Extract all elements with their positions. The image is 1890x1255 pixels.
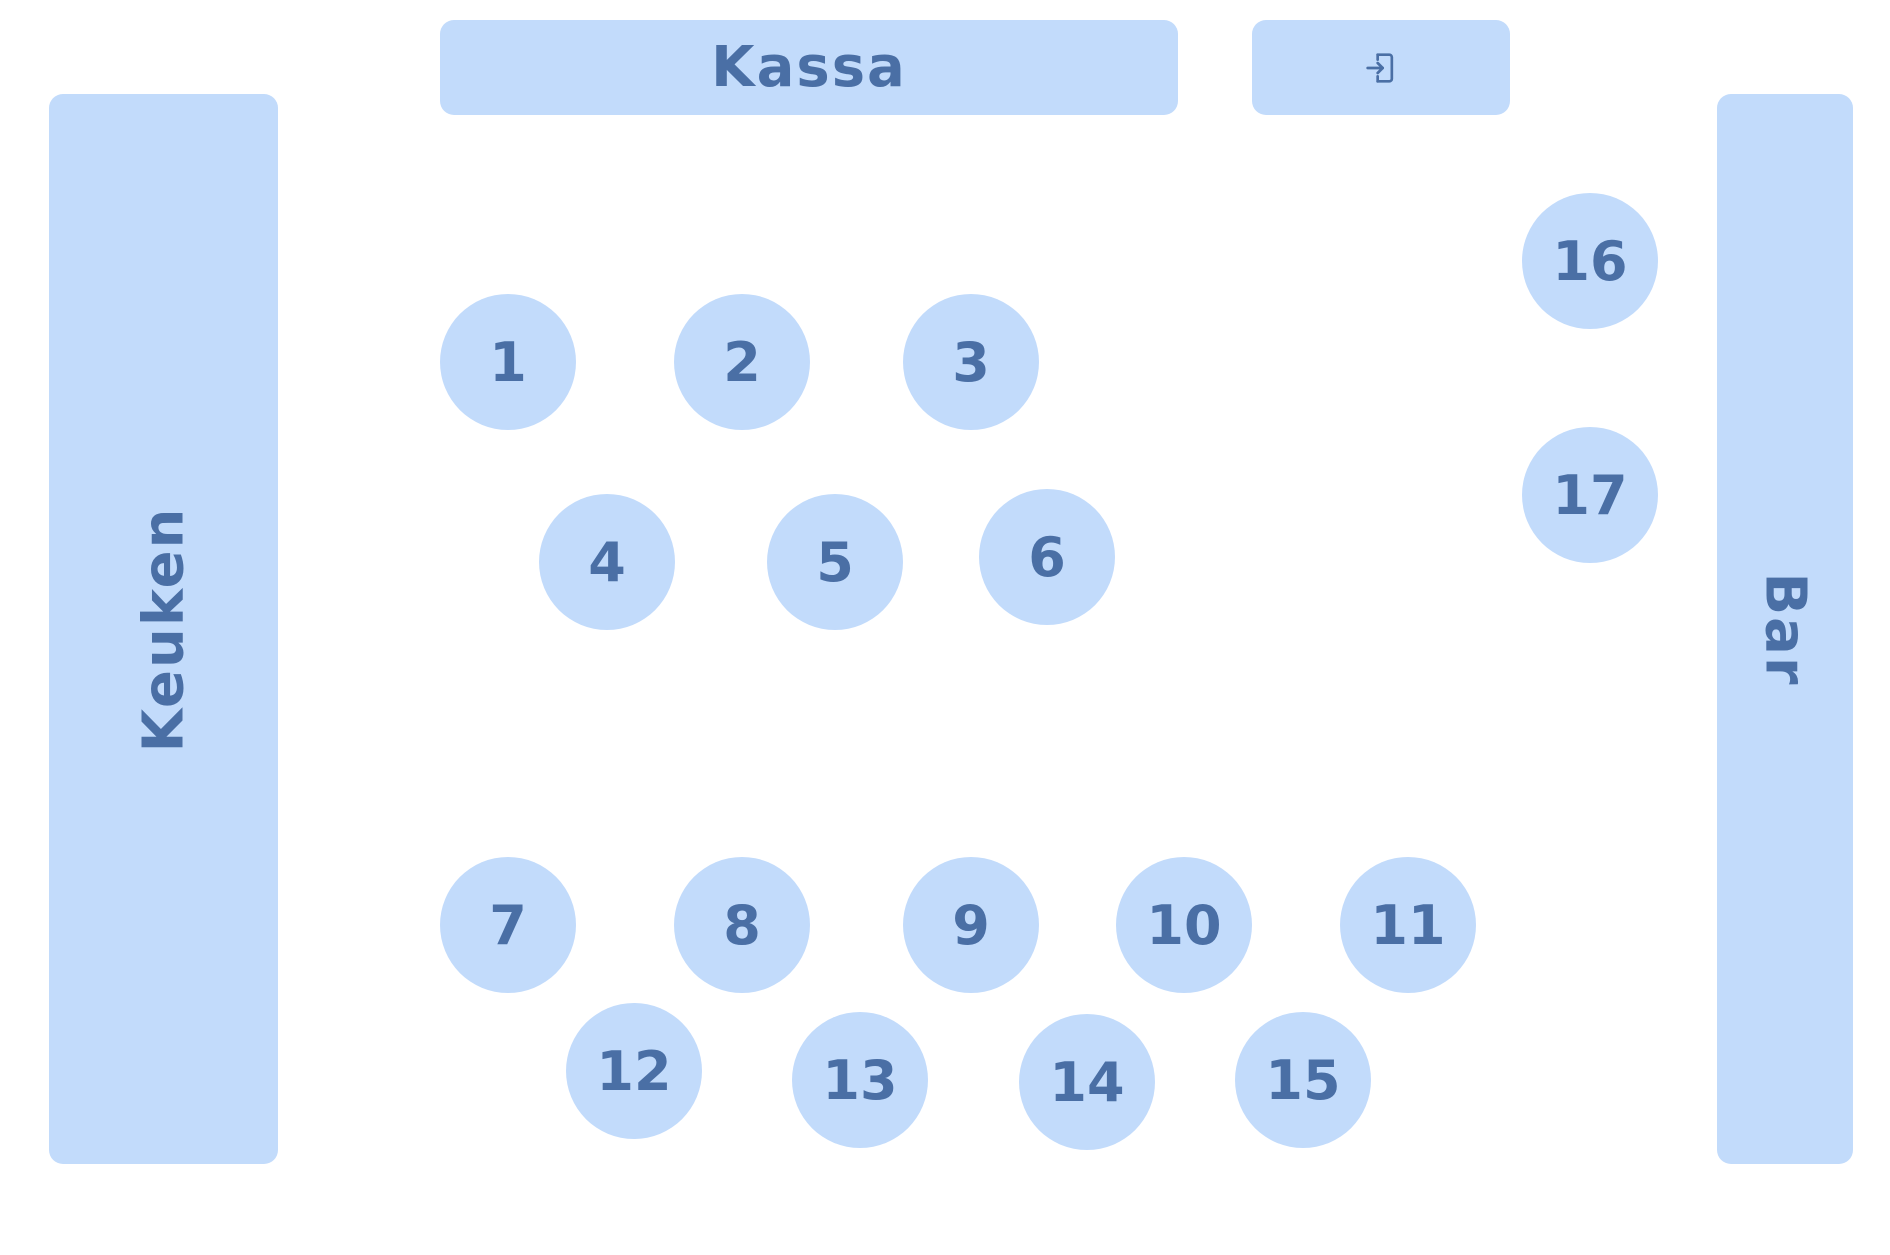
kitchen-label: Keuken	[131, 506, 196, 752]
table-8[interactable]: 8	[674, 857, 810, 993]
table-10[interactable]: 10	[1116, 857, 1252, 993]
table-14[interactable]: 14	[1019, 1014, 1155, 1150]
table-9[interactable]: 9	[903, 857, 1039, 993]
table-16[interactable]: 16	[1522, 193, 1658, 329]
table-2[interactable]: 2	[674, 294, 810, 430]
kitchen-station[interactable]: Keuken	[49, 94, 278, 1164]
register-label: Kassa	[711, 35, 907, 100]
table-15[interactable]: 15	[1235, 1012, 1371, 1148]
login-icon	[1361, 48, 1401, 88]
table-13[interactable]: 13	[792, 1012, 928, 1148]
table-7[interactable]: 7	[440, 857, 576, 993]
login-button[interactable]	[1252, 20, 1510, 115]
table-1[interactable]: 1	[440, 294, 576, 430]
table-3[interactable]: 3	[903, 294, 1039, 430]
table-11[interactable]: 11	[1340, 857, 1476, 993]
table-4[interactable]: 4	[539, 494, 675, 630]
table-12[interactable]: 12	[566, 1003, 702, 1139]
bar-label: Bar	[1752, 571, 1818, 687]
table-17[interactable]: 17	[1522, 427, 1658, 563]
register-button[interactable]: Kassa	[440, 20, 1178, 115]
table-5[interactable]: 5	[767, 494, 903, 630]
table-6[interactable]: 6	[979, 489, 1115, 625]
bar-station[interactable]: Bar	[1717, 94, 1853, 1164]
